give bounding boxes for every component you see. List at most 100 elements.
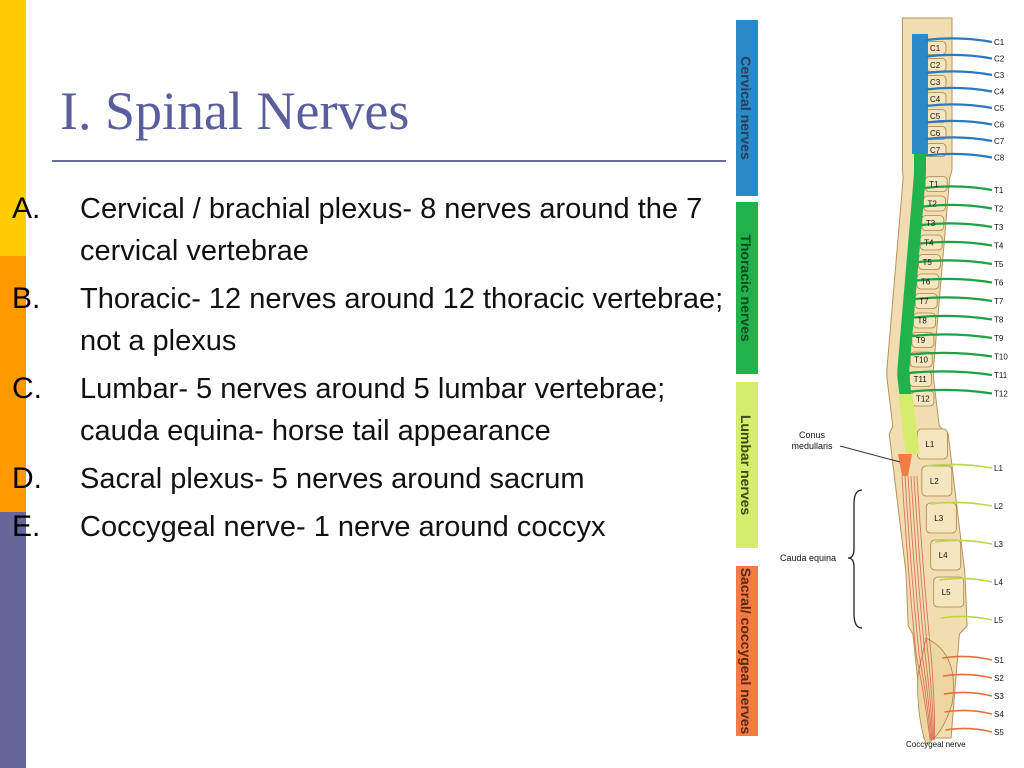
bullet-text: Cervical / brachial plexus- 8 nerves aro… [80, 193, 703, 267]
nerve-label: Coccygeal nerve [906, 740, 966, 749]
bullet-item: C. Lumbar- 5 nerves around 5 lumbar verte… [12, 368, 728, 452]
nerve-root [925, 136, 993, 143]
nerve-root [913, 314, 993, 321]
nerve-label: T8 [994, 316, 1004, 325]
vertebra-label: C1 [930, 44, 941, 53]
nerve-label: T12 [994, 390, 1008, 399]
nerve-root [925, 152, 993, 159]
cauda-equina-label: Cauda equina [780, 553, 836, 563]
bullet-text: Lumbar- 5 nerves around 5 lumbar vertebr… [80, 373, 666, 447]
nerve-label: L1 [994, 464, 1003, 473]
nerve-label: S4 [994, 710, 1004, 719]
cauda-equina-fiber [904, 475, 932, 741]
vertebra-label: T2 [927, 200, 937, 209]
segment-bar-cervical [736, 20, 758, 196]
nerve-label: T2 [994, 205, 1004, 214]
slide-title: I. Spinal Nerves [60, 81, 410, 141]
bullet-marker: A. [12, 192, 41, 225]
bullet-marker: C. [12, 372, 42, 405]
nerve-label: L4 [994, 578, 1003, 587]
nerve-label: C3 [994, 71, 1005, 80]
nerve-label: C4 [994, 88, 1005, 97]
nerve-label: L2 [994, 502, 1003, 511]
bullet-item: D. Sacral plexus- 5 nerves around sacrum [12, 458, 728, 500]
bullet-item: B.Thoracic- 12 nerves around 12 thoracic… [12, 278, 728, 362]
annotations: Conus medullaris Cauda equina [780, 430, 901, 629]
bullet-marker: E. [12, 510, 41, 543]
nerve-label: L3 [994, 540, 1003, 549]
nerve-root [925, 37, 993, 44]
nerve-root [925, 70, 993, 77]
vertebra-body [930, 539, 962, 571]
nerve-label: C6 [994, 121, 1005, 130]
nerve-label: L5 [994, 616, 1003, 625]
nerve-label: S2 [994, 674, 1004, 683]
nerve-root [910, 388, 993, 395]
accent-bar-orange [0, 256, 26, 512]
cauda-equina-fiber [910, 475, 934, 741]
spinal-cord-lumbar [898, 394, 920, 454]
conus-medullaris-label-line1: Conus [799, 430, 826, 440]
vertebra-label: L3 [934, 514, 943, 523]
segment-label-thoracic: Thoracic nerves [738, 234, 754, 342]
vertebra-label: L4 [939, 551, 948, 560]
nerve-root [908, 370, 993, 377]
segment-bar-sacral [736, 566, 758, 736]
nerve-root [945, 727, 993, 733]
nerve-root [925, 119, 993, 126]
conus-medullaris [898, 454, 912, 476]
nerve-root [919, 240, 993, 247]
nerve-label: T4 [994, 242, 1004, 251]
nerve-root [925, 86, 993, 93]
nerve-label: T11 [994, 371, 1008, 380]
nerve-root [918, 259, 993, 266]
nerve-root [910, 351, 993, 358]
vertebra-label: L1 [925, 440, 934, 449]
cauda-equina-fiber [916, 475, 936, 741]
spinal-cord-thoracic [897, 154, 926, 394]
bullet-item: A. Cervical / brachial plexus- 8 nerves a… [12, 188, 728, 272]
vertebra-body [921, 465, 953, 497]
nerve-label: C5 [994, 104, 1005, 113]
vertebra-label: C7 [930, 146, 941, 155]
bullet-text: Sacral plexus- 5 nerves around sacrum [80, 463, 585, 495]
nerve-root [915, 296, 993, 303]
bullet-list: A. Cervical / brachial plexus- 8 nerves a… [12, 188, 728, 554]
nerve-root [942, 673, 993, 679]
conus-medullaris-label-line2: medullaris [791, 441, 833, 451]
nerve-root [925, 103, 993, 110]
vertebra-label: T5 [923, 258, 933, 267]
vertebra-label: T1 [929, 180, 939, 189]
nerve-root [921, 222, 993, 229]
nerve-root [944, 709, 993, 715]
vertebra-label: T9 [916, 336, 926, 345]
segment-label-cervical: Cervical nerves [738, 56, 754, 160]
nerve-label: T3 [994, 223, 1004, 232]
nerve-root [943, 691, 993, 697]
nerve-label: C7 [994, 137, 1005, 146]
bullet-text: Thoracic- 12 nerves around 12 thoracic v… [80, 283, 724, 357]
nerve-root [939, 577, 993, 583]
nerve-root [942, 655, 993, 661]
nerve-label: T1 [994, 186, 1004, 195]
segment-labels: Cervical nerves Thoracic nerves Lumbar n… [738, 56, 754, 734]
spinal-cord-cervical [912, 34, 928, 154]
nerve-root [935, 539, 993, 545]
vertebra-label: C6 [930, 129, 941, 138]
spinal-nerves-diagram: Cervical nerves Thoracic nerves Lumbar n… [736, 17, 1008, 749]
vertebra-label: T7 [919, 297, 929, 306]
bullet-marker: D. [12, 462, 42, 495]
vertebra-label: T4 [924, 239, 934, 248]
nerve-root [923, 203, 993, 210]
nerve-root [924, 185, 993, 192]
nerve-root [916, 277, 993, 284]
nerve-label: T7 [994, 297, 1004, 306]
segment-label-lumbar: Lumbar nerves [738, 415, 754, 516]
cauda-equina-fiber [901, 475, 931, 741]
nerve-label: C2 [994, 55, 1005, 64]
vertebra-label: T10 [914, 356, 928, 365]
nerve-label: S1 [994, 656, 1004, 665]
vertebra-label: C2 [930, 61, 941, 70]
nerve-root [940, 615, 993, 621]
vertebra-labels: C1C2C3C4C5C6C7T1T2T3T4T5T6T7T8T9T10T11T1… [914, 44, 952, 597]
